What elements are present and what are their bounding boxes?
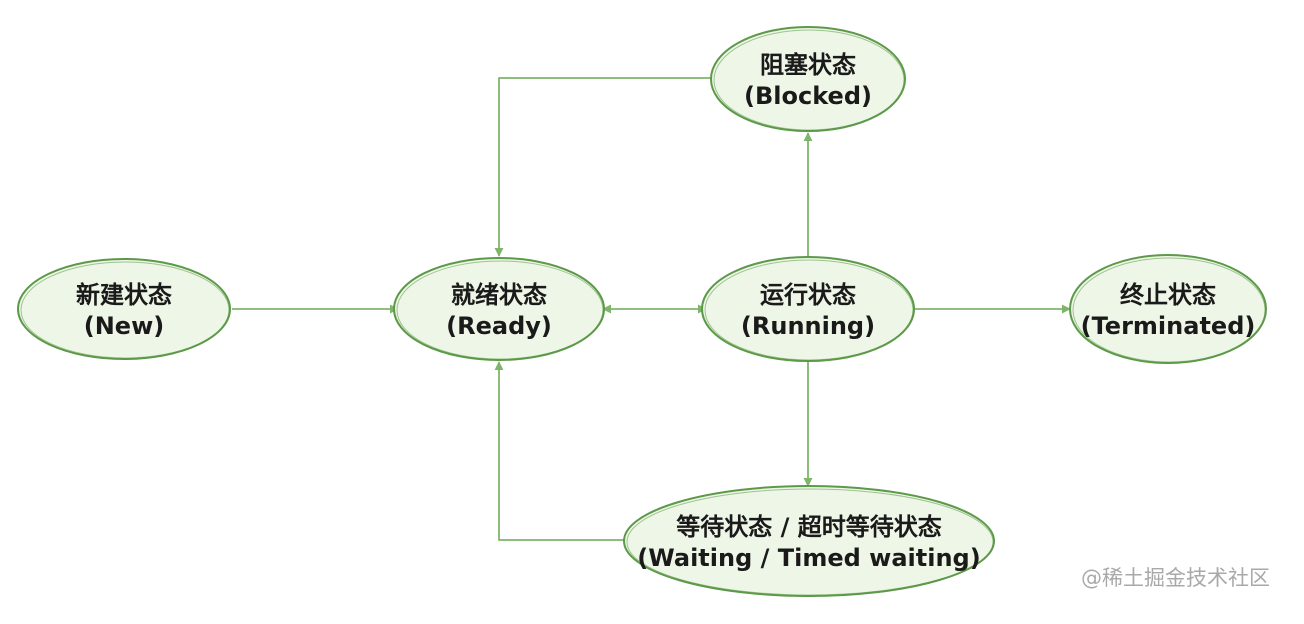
node-ready-label-en: (Ready)	[446, 312, 552, 340]
node-waiting-label-en: (Waiting / Timed waiting)	[637, 544, 980, 572]
node-blocked-label-zh: 阻塞状态	[760, 51, 856, 79]
node-blocked-label-en: (Blocked)	[744, 82, 872, 110]
node-terminated-label-zh: 终止状态	[1120, 281, 1216, 309]
node-running-label-en: (Running)	[741, 312, 875, 340]
edges	[232, 77, 1071, 541]
edge-waiting-to-ready	[494, 361, 625, 541]
node-new: 新建状态 (New)	[17, 258, 231, 360]
node-terminated: 终止状态 (Terminated)	[1069, 254, 1267, 364]
node-ready: 就绪状态 (Ready)	[393, 257, 605, 361]
edge-blocked-to-ready	[494, 77, 712, 257]
node-running: 运行状态 (Running)	[701, 256, 915, 362]
node-running-label-zh: 运行状态	[760, 281, 856, 309]
node-blocked: 阻塞状态 (Blocked)	[710, 26, 906, 132]
node-waiting-label-zh: 等待状态 / 超时等待状态	[676, 513, 941, 541]
node-new-label-en: (New)	[84, 312, 164, 340]
node-ready-label-zh: 就绪状态	[451, 281, 547, 309]
node-new-label-zh: 新建状态	[76, 281, 172, 309]
node-waiting: 等待状态 / 超时等待状态 (Waiting / Timed waiting)	[623, 485, 995, 597]
node-terminated-label-en: (Terminated)	[1081, 312, 1256, 340]
watermark: @稀土掘金技术社区	[1081, 566, 1270, 590]
